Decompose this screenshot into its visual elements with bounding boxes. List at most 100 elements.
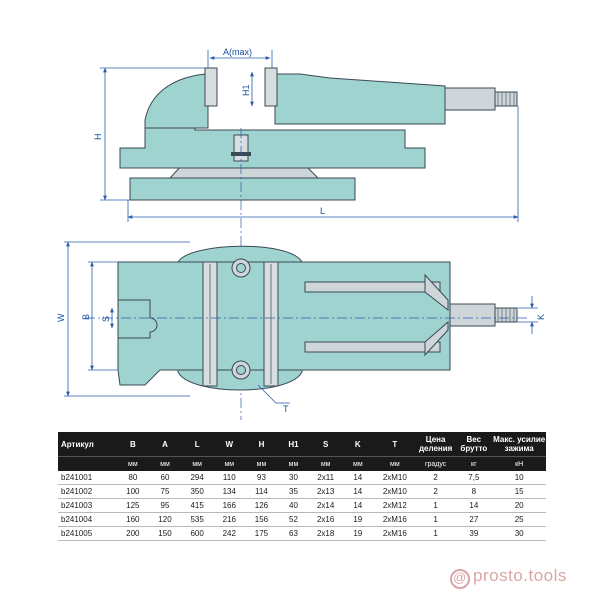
top-rail-taper-upper: [424, 273, 449, 312]
label-l: L: [320, 206, 325, 216]
table-header-cell: B: [116, 432, 149, 457]
table-header-cell: T: [373, 432, 416, 457]
table-cell: 415: [181, 498, 214, 513]
table-cell: 63: [277, 526, 310, 541]
table-cell: 2: [415, 471, 456, 485]
table-cell: 30: [277, 471, 310, 485]
table-header-cell: S: [309, 432, 342, 457]
side-jaw-plate-left: [204, 67, 218, 107]
table-cell: 2x14: [309, 498, 342, 513]
table-header-cell: W: [213, 432, 246, 457]
table-unit-cell: мм: [373, 456, 416, 471]
top-rail-taper-lower: [424, 320, 449, 357]
table-cell: 110: [213, 471, 246, 485]
table-cell: b241004: [58, 512, 117, 527]
table-cell: 14: [341, 484, 374, 499]
table-unit-cell: мм: [148, 456, 182, 471]
top-view: W B S K T: [56, 241, 546, 414]
table-cell: 25: [492, 512, 546, 527]
table-cell: 2xM16: [373, 526, 416, 541]
top-screw-threads: [497, 308, 515, 322]
table-cell: 166: [213, 498, 246, 513]
table-cell: 2xM10: [373, 484, 416, 499]
watermark: @prosto.tools: [450, 566, 567, 589]
top-spindle-housing: [449, 303, 496, 327]
table-cell: 7,5: [455, 471, 493, 485]
top-left-slot-block: [117, 299, 158, 339]
table-unit-cell: градус: [415, 456, 456, 471]
table-unit-cell: мм: [309, 456, 342, 471]
table-cell: 134: [213, 484, 246, 499]
table-cell: 40: [277, 498, 310, 513]
table-unit-cell: мм: [341, 456, 374, 471]
table-unit-cell: мм: [181, 456, 214, 471]
table-cell: 2xM10: [373, 471, 416, 485]
side-fixed-jaw-head: [144, 73, 209, 129]
table-cell: 95: [148, 498, 182, 513]
side-spindle-housing: [444, 87, 496, 111]
table-unit-cell: мм: [116, 456, 149, 471]
table-cell: 39: [455, 526, 493, 541]
table-cell: 2x13: [309, 484, 342, 499]
vise-technical-drawing: A(max) H1 H L: [56, 47, 546, 420]
table-header-cell: L: [181, 432, 214, 457]
table-cell: 200: [116, 526, 149, 541]
table-cell: 100: [116, 484, 149, 499]
table-cell: 15: [492, 484, 546, 499]
table-cell: 10: [492, 471, 546, 485]
top-guide-rail-lower: [304, 341, 441, 353]
table-cell: 160: [116, 512, 149, 527]
table-cell: 2xM12: [373, 498, 416, 513]
table-cell: 2x18: [309, 526, 342, 541]
table-cell: 19: [341, 512, 374, 527]
at-icon: @: [450, 569, 470, 589]
label-k: K: [536, 314, 546, 320]
table-cell: 1: [415, 498, 456, 513]
table-cell: 52: [277, 512, 310, 527]
table-cell: 2xM16: [373, 512, 416, 527]
table-cell: 156: [245, 512, 278, 527]
table-cell: 19: [341, 526, 374, 541]
table-cell: 2: [415, 484, 456, 499]
table-cell: 30: [492, 526, 546, 541]
table-cell: 35: [277, 484, 310, 499]
table-unit-cell: мм: [277, 456, 310, 471]
table-cell: 14: [455, 498, 493, 513]
table-header-cell: Цена деления: [415, 432, 456, 457]
table-cell: 80: [116, 471, 149, 485]
table-cell: 60: [148, 471, 182, 485]
top-guide-rail-upper: [304, 281, 441, 293]
table-cell: 8: [455, 484, 493, 499]
side-moving-jaw-block: [274, 73, 446, 125]
table-cell: 14: [341, 498, 374, 513]
watermark-text: prosto.tools: [473, 566, 567, 585]
table-cell: 150: [148, 526, 182, 541]
table-cell: b241002: [58, 484, 117, 499]
table-cell: 175: [245, 526, 278, 541]
table-cell: 350: [181, 484, 214, 499]
table-header-cell: Артикул: [58, 432, 117, 457]
label-h1: H1: [241, 84, 251, 96]
top-vise-body: [117, 261, 451, 386]
table-unit-cell: [58, 456, 117, 471]
table-cell: b241003: [58, 498, 117, 513]
table-cell: 75: [148, 484, 182, 499]
table-unit-cell: кг: [455, 456, 493, 471]
table-header-cell: H1: [277, 432, 310, 457]
table-cell: 20: [492, 498, 546, 513]
side-view: A(max) H1 H L: [93, 47, 519, 420]
table-cell: 2x16: [309, 512, 342, 527]
table-header-cell: A: [148, 432, 182, 457]
table-header-cell: K: [341, 432, 374, 457]
label-a-max: A(max): [223, 47, 252, 57]
table-cell: 535: [181, 512, 214, 527]
table-cell: 1: [415, 526, 456, 541]
label-w: W: [56, 313, 66, 322]
